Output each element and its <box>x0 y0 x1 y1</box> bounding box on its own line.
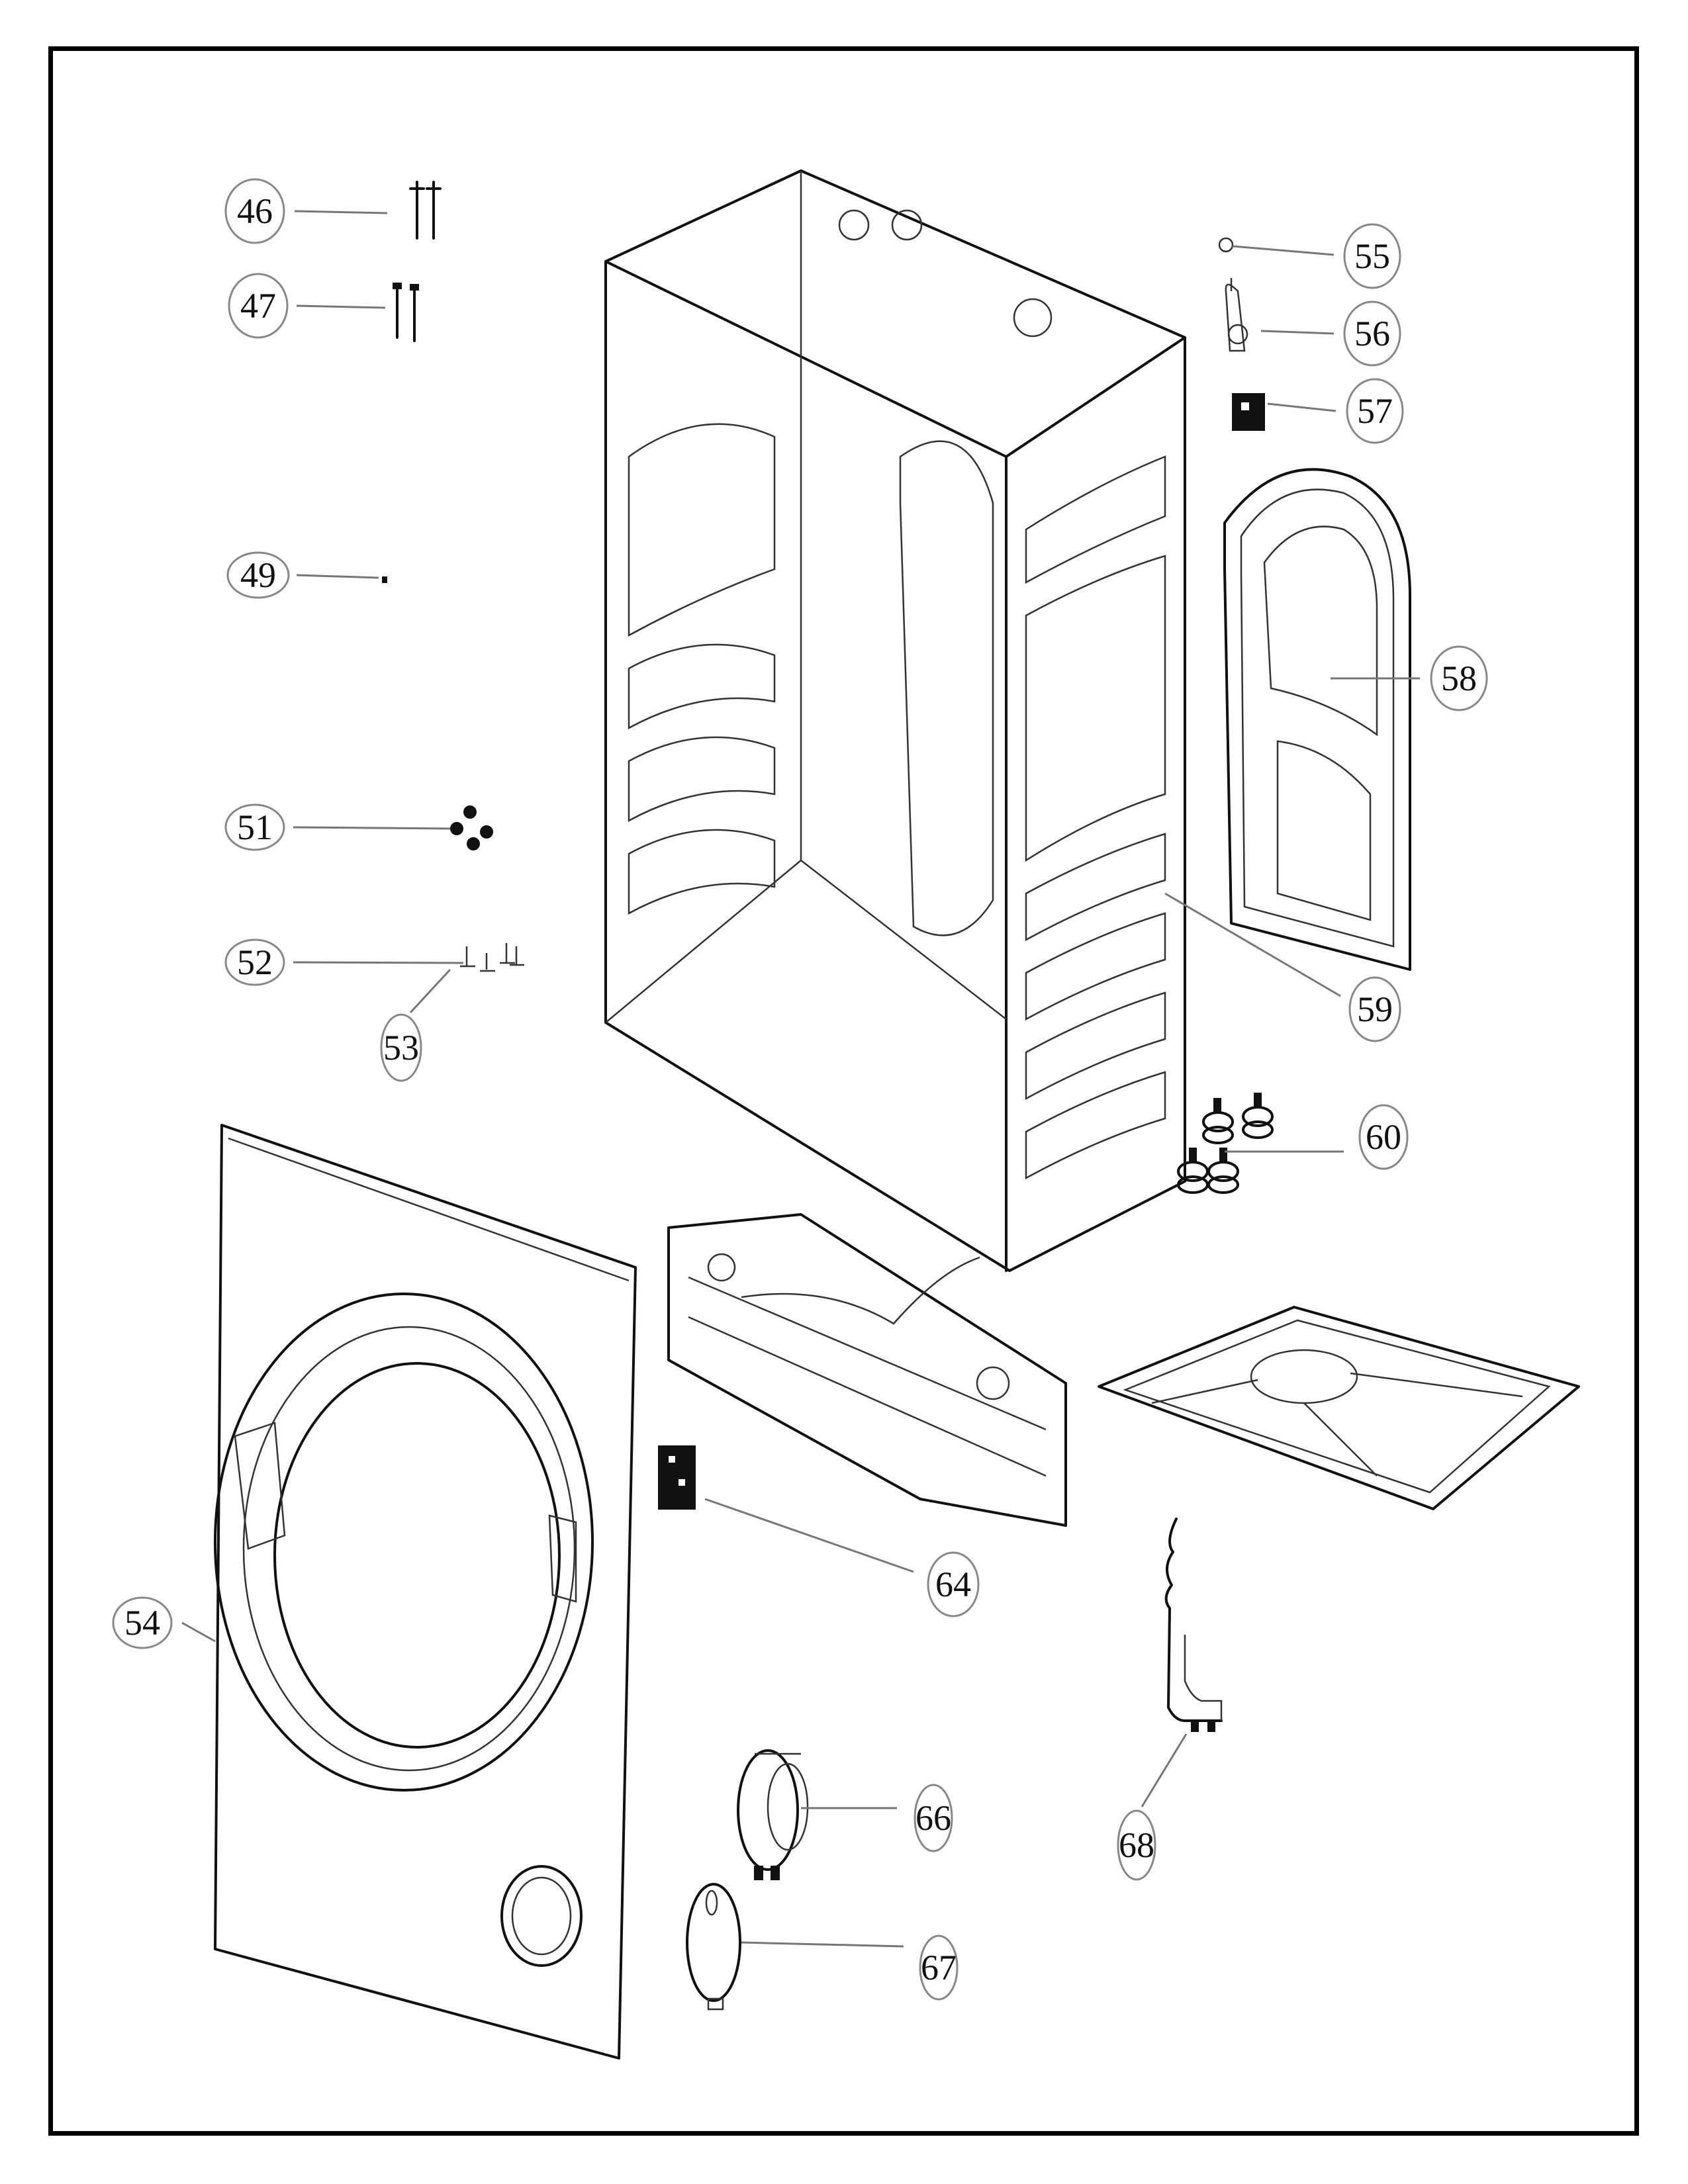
switch-57-part <box>1232 393 1265 431</box>
callout-51[interactable]: 51 <box>224 803 285 851</box>
callout-67[interactable]: 67 <box>919 1934 959 2001</box>
callout-46[interactable]: 46 <box>224 178 285 244</box>
bracket-68-part <box>1164 1518 1223 1732</box>
callout-57[interactable]: 57 <box>1346 378 1404 444</box>
callout-58[interactable]: 58 <box>1430 645 1488 711</box>
callout-label: 51 <box>237 807 273 847</box>
callout-55[interactable]: 55 <box>1343 223 1401 289</box>
callout-59[interactable]: 59 <box>1348 976 1401 1042</box>
feet-60-part <box>1177 1093 1274 1194</box>
callout-label: 47 <box>240 286 276 326</box>
callout-60[interactable]: 60 <box>1358 1104 1409 1170</box>
callout-66[interactable]: 66 <box>914 1784 953 1852</box>
callout-56[interactable]: 56 <box>1343 300 1401 367</box>
diagram-border <box>48 46 1639 2136</box>
callout-53[interactable]: 53 <box>380 1013 422 1082</box>
callout-47[interactable]: 47 <box>228 273 289 339</box>
callout-label: 52 <box>237 942 273 982</box>
screws-46-part <box>409 181 442 240</box>
callout-label: 64 <box>935 1565 971 1604</box>
callout-label: 55 <box>1354 236 1390 276</box>
callout-label: 56 <box>1354 314 1390 353</box>
screw-49-part <box>382 576 387 583</box>
base-plate-part <box>1098 1306 1580 1510</box>
rear-cover-panel-part <box>1223 468 1411 971</box>
filter-cover-67-part <box>686 1883 741 2011</box>
callout-68[interactable]: 68 <box>1117 1809 1156 1881</box>
filter-housing-66-part <box>737 1749 809 1880</box>
leader-lines <box>181 210 1420 1948</box>
callout-label: 54 <box>124 1603 160 1643</box>
nuts-51-part <box>450 805 493 850</box>
callout-64[interactable]: 64 <box>927 1551 980 1617</box>
o-ring-55-part <box>1218 237 1234 253</box>
callout-label: 68 <box>1119 1825 1154 1865</box>
callout-label: 66 <box>915 1798 951 1838</box>
door-lock-64-part <box>658 1445 696 1510</box>
callout-label: 59 <box>1357 989 1393 1029</box>
callout-label: 46 <box>237 191 273 231</box>
cabinet-part <box>604 169 1186 1272</box>
callout-label: 58 <box>1441 659 1477 698</box>
front-rail-part <box>667 1213 1067 1527</box>
callout-52[interactable]: 52 <box>224 938 285 986</box>
callout-label: 60 <box>1366 1117 1401 1157</box>
callout-label: 57 <box>1357 391 1393 431</box>
callout-label: 67 <box>921 1948 957 1987</box>
valve-56-part <box>1225 278 1248 352</box>
callout-54[interactable]: 54 <box>112 1596 173 1649</box>
bolts-52-part <box>460 943 524 972</box>
screws-47-part <box>393 283 419 342</box>
front-panel-part <box>214 1124 637 2060</box>
callout-label: 49 <box>240 555 276 595</box>
callout-49[interactable]: 49 <box>226 551 290 599</box>
callout-label: 53 <box>383 1028 419 1068</box>
